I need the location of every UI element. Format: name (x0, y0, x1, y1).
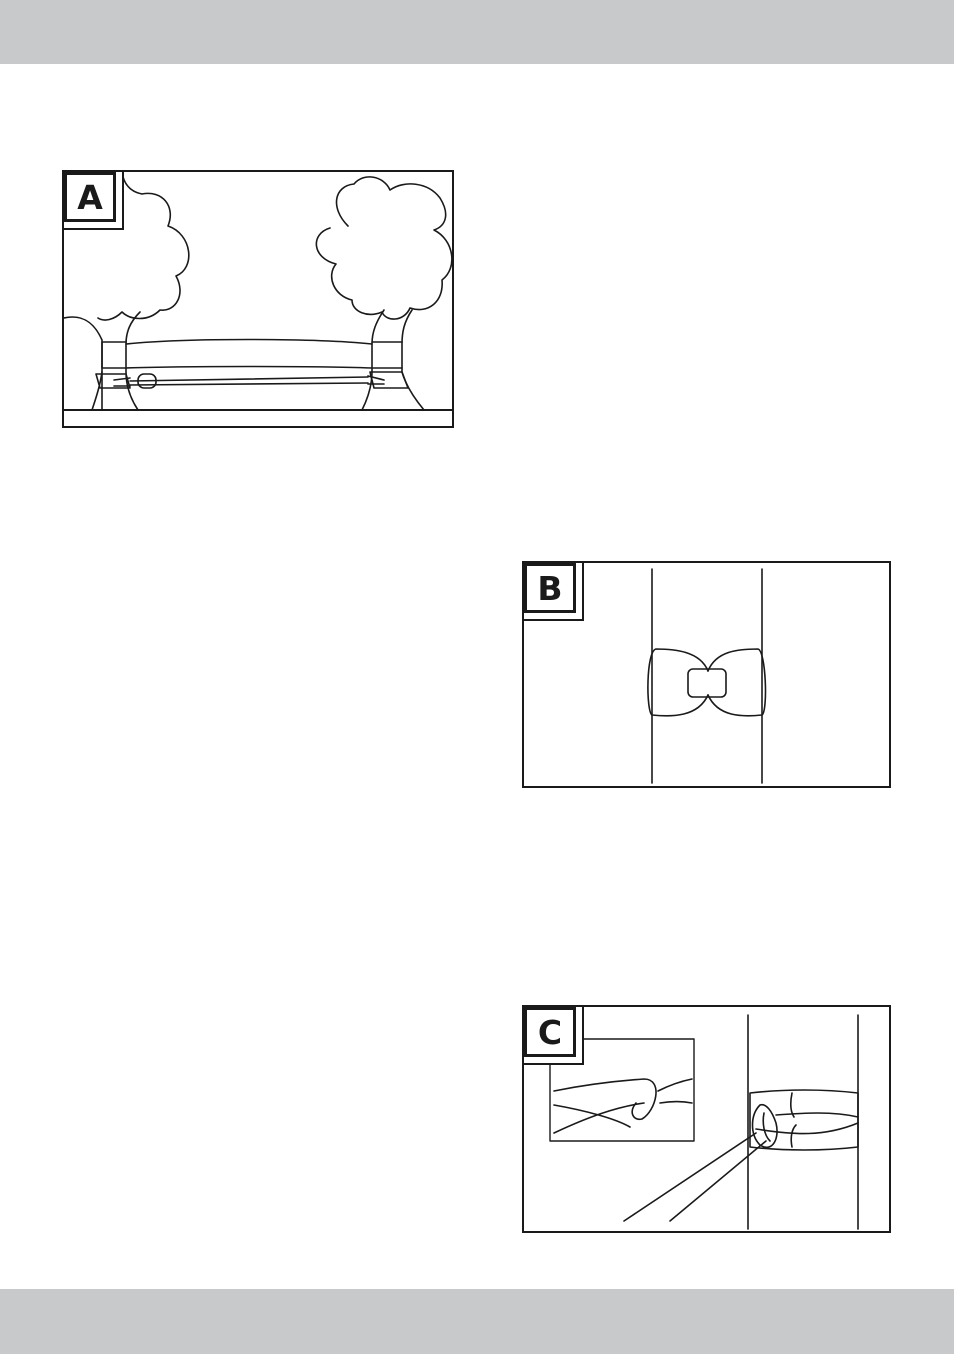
left-upper-strap (102, 342, 126, 368)
strap-left-loop (648, 649, 708, 716)
right-tree-trunk-outer (362, 310, 384, 410)
strap-center-fold (791, 1093, 796, 1147)
figure-c-strap-knot: C (522, 1005, 891, 1233)
hammock-top-edge (126, 340, 372, 345)
hanging-strap-lines (624, 1133, 766, 1221)
hammock-bottom-edge (126, 367, 372, 369)
knot-loop (753, 1105, 778, 1148)
inset-strap-tail (658, 1079, 692, 1103)
header-band (0, 0, 954, 64)
right-lower-strap (370, 372, 408, 388)
figure-a-hammock-between-trees: A (62, 170, 454, 428)
strap-buckle (688, 669, 726, 697)
left-tree-trunk-inner (126, 312, 140, 410)
figure-b-label: B (524, 563, 576, 613)
inset-strap-cross (554, 1103, 644, 1133)
knot-inner-stitch (763, 1113, 770, 1141)
strap-wrap-lines (756, 1113, 858, 1134)
figure-a-label: A (64, 172, 116, 222)
footer-band (0, 1289, 954, 1354)
strap-right-loop (708, 649, 765, 716)
figure-a-tag: A (64, 172, 124, 230)
inset-strap-loop (554, 1079, 656, 1119)
right-upper-strap (372, 342, 402, 368)
figure-c-label: C (524, 1007, 576, 1057)
figure-b-tag: B (524, 563, 584, 621)
right-tree-crown (316, 177, 452, 319)
right-tree-trunk-inner (402, 310, 424, 410)
figure-b-strap-around-trunk: B (522, 561, 891, 788)
figure-c-tag: C (524, 1007, 584, 1065)
tension-cord (130, 377, 368, 385)
